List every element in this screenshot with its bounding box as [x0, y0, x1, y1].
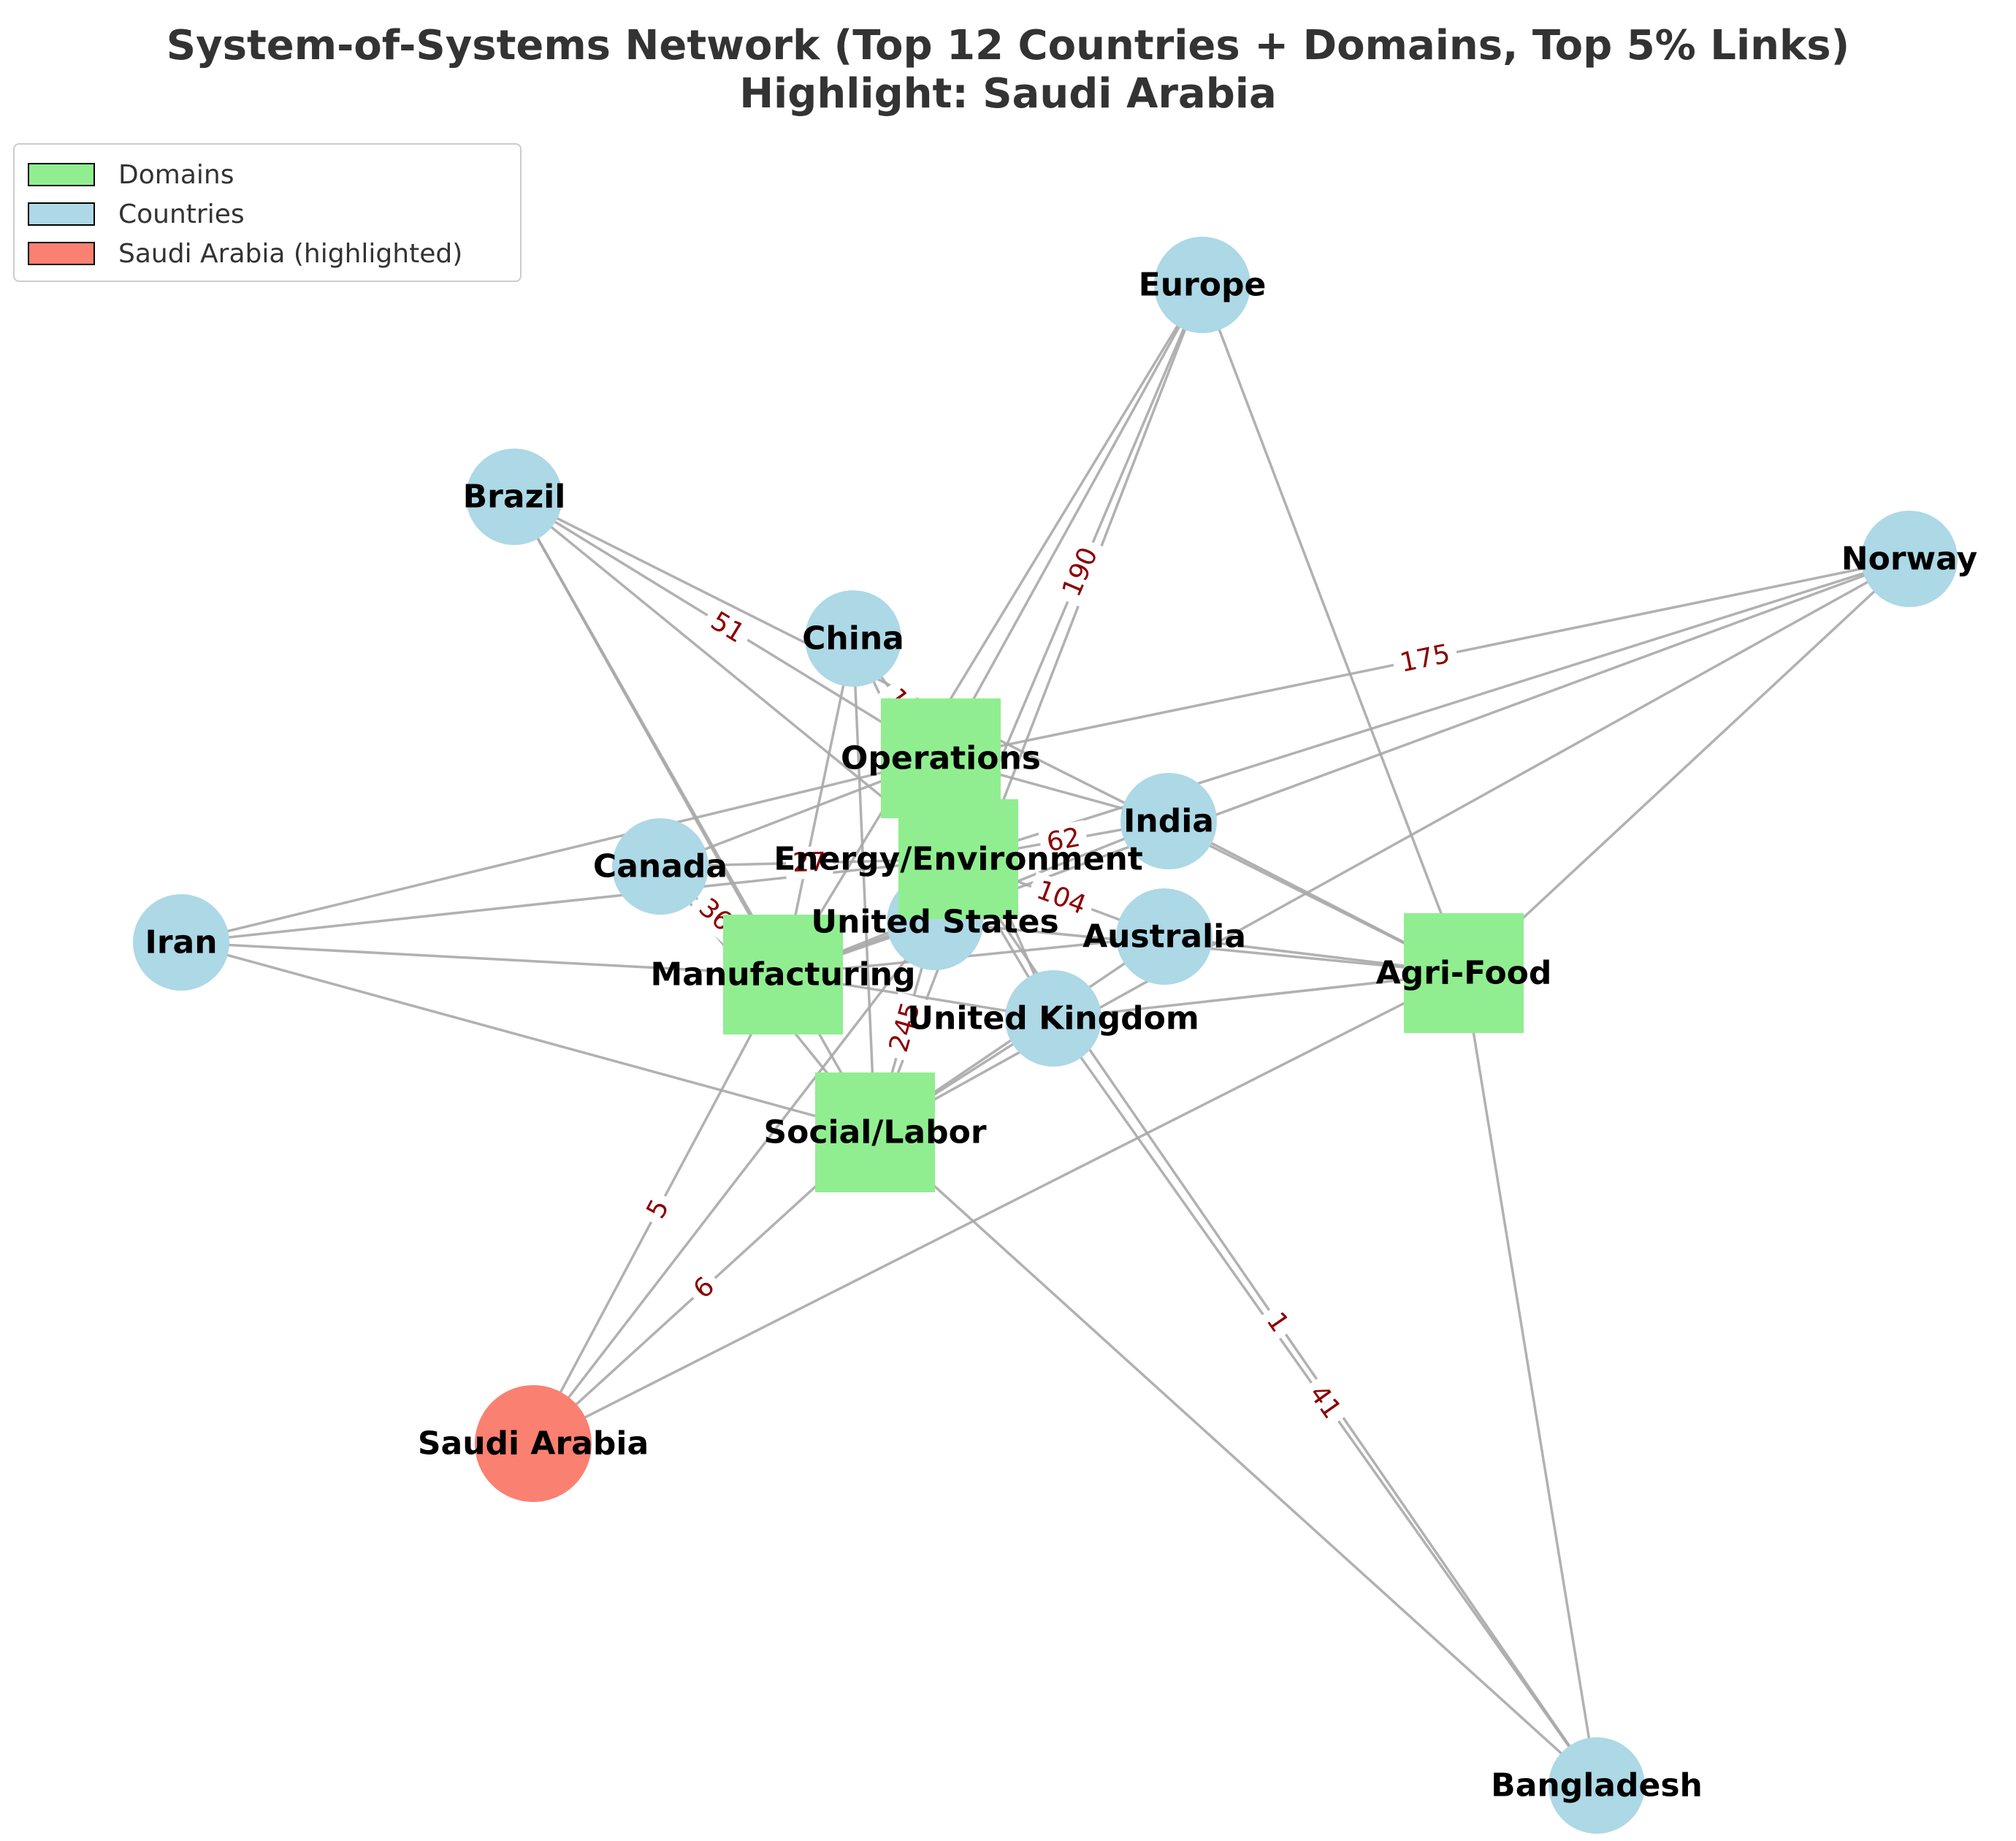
node-label-saudi-arabia: Saudi Arabia [418, 1425, 649, 1463]
legend-label-domains: Domains [118, 159, 234, 190]
node-europe [1154, 237, 1251, 333]
legend-item-countries: Countries [28, 194, 520, 234]
node-label-norway: Norway [1841, 541, 1977, 578]
edge-iran-social-labor [180, 941, 876, 1134]
node-label-china: China [802, 620, 904, 658]
node-united-kingdom [1005, 970, 1101, 1067]
node-label-bangladesh: Bangladesh [1491, 1767, 1703, 1804]
edge-label-bangladesh-united-kingdom: 41 [1298, 1373, 1352, 1430]
node-agri-food [1404, 913, 1524, 1033]
node-social-labor [815, 1072, 935, 1192]
legend-label-highlighted: Saudi Arabia (highlighted) [118, 238, 463, 269]
edge-label-norway-operations: 175 [1390, 636, 1460, 681]
edge-label-brazil-operations: 51 [699, 601, 756, 654]
edge-europe-operations [939, 284, 1204, 759]
node-energy-environment [898, 799, 1018, 919]
node-label-europe: Europe [1139, 267, 1267, 304]
node-canada [612, 818, 709, 915]
edge-europe-agri-food [1201, 284, 1465, 974]
edge-label-india-energy-environment: 62 [1037, 820, 1090, 861]
node-saudi-arabia [475, 1385, 592, 1502]
legend-swatch-countries [28, 202, 95, 226]
chart-title: System-of-Systems Network (Top 12 Countr… [0, 22, 2016, 118]
legend-label-countries: Countries [118, 199, 245, 229]
svg-text:175: 175 [1397, 639, 1453, 678]
title-line-2: Highlight: Saudi Arabia [739, 70, 1277, 118]
node-labels-layer: EuropeBrazilNorwayChinaIndiaCanadaIranUn… [145, 267, 1977, 1804]
edge-europe-social-labor [874, 284, 1204, 1133]
edge-bangladesh-agri-food [1462, 972, 1598, 1786]
node-label-united-kingdom: United Kingdom [907, 1000, 1199, 1037]
edge-norway-agri-food [1462, 557, 1911, 975]
legend-item-domains: Domains [28, 155, 520, 194]
node-bangladesh [1549, 1737, 1645, 1834]
node-india [1120, 773, 1217, 869]
legend-swatch-domains [28, 163, 95, 186]
edge-label-saudi-arabia-manufacturing: 5 [637, 1189, 679, 1230]
node-norway [1861, 511, 1958, 607]
edge-saudi-arabia-united-states [532, 920, 936, 1445]
edge-australia-manufacturing [782, 935, 1165, 976]
edge-europe-manufacturing [782, 284, 1204, 975]
edge-label-europe-energy-environment: 190 [1053, 535, 1108, 609]
nodes-layer [133, 237, 1958, 1834]
node-label-united-states: United States [811, 904, 1058, 941]
node-label-iran: Iran [145, 924, 217, 961]
svg-text:27: 27 [793, 847, 827, 878]
edge-saudi-arabia-agri-food [532, 972, 1465, 1445]
node-label-australia: Australia [1083, 918, 1246, 956]
node-label-canada: Canada [593, 848, 728, 885]
node-label-india: India [1123, 803, 1214, 840]
node-australia [1116, 888, 1213, 985]
legend-swatch-highlighted [28, 242, 95, 265]
edge-norway-energy-environment [958, 557, 1910, 861]
edge-united-kingdom-agri-food [1053, 972, 1465, 1020]
edge-iran-manufacturing [180, 941, 784, 976]
title-line-1: System-of-Systems Network (Top 12 Countr… [166, 22, 1850, 69]
edge-china-social-labor [852, 638, 877, 1133]
node-manufacturing [723, 915, 843, 1034]
legend-item-highlighted: Saudi Arabia (highlighted) [28, 234, 520, 273]
svg-text:62: 62 [1045, 823, 1083, 858]
node-label-manufacturing: Manufacturing [651, 956, 916, 994]
node-iran [133, 894, 229, 991]
edge-label-canada-energy-environment: 27 [785, 846, 833, 880]
node-label-agri-food: Agri-Food [1376, 955, 1552, 992]
node-operations [881, 698, 1001, 818]
edge-bangladesh-social-labor [874, 1131, 1598, 1787]
node-label-brazil: Brazil [463, 479, 566, 516]
node-brazil [466, 449, 562, 545]
edge-label-bangladesh-energy-environment: 1 [1256, 1301, 1299, 1343]
legend: Domains Countries Saudi Arabia (highligh… [13, 143, 522, 282]
node-label-social-labor: Social/Labor [763, 1114, 986, 1151]
edge-brazil-social-labor [513, 496, 877, 1133]
node-label-operations: Operations [841, 740, 1041, 777]
edge-iran-operations [180, 757, 942, 944]
node-china [805, 590, 901, 687]
node-label-energy-environment: Energy/Environment [774, 841, 1143, 878]
